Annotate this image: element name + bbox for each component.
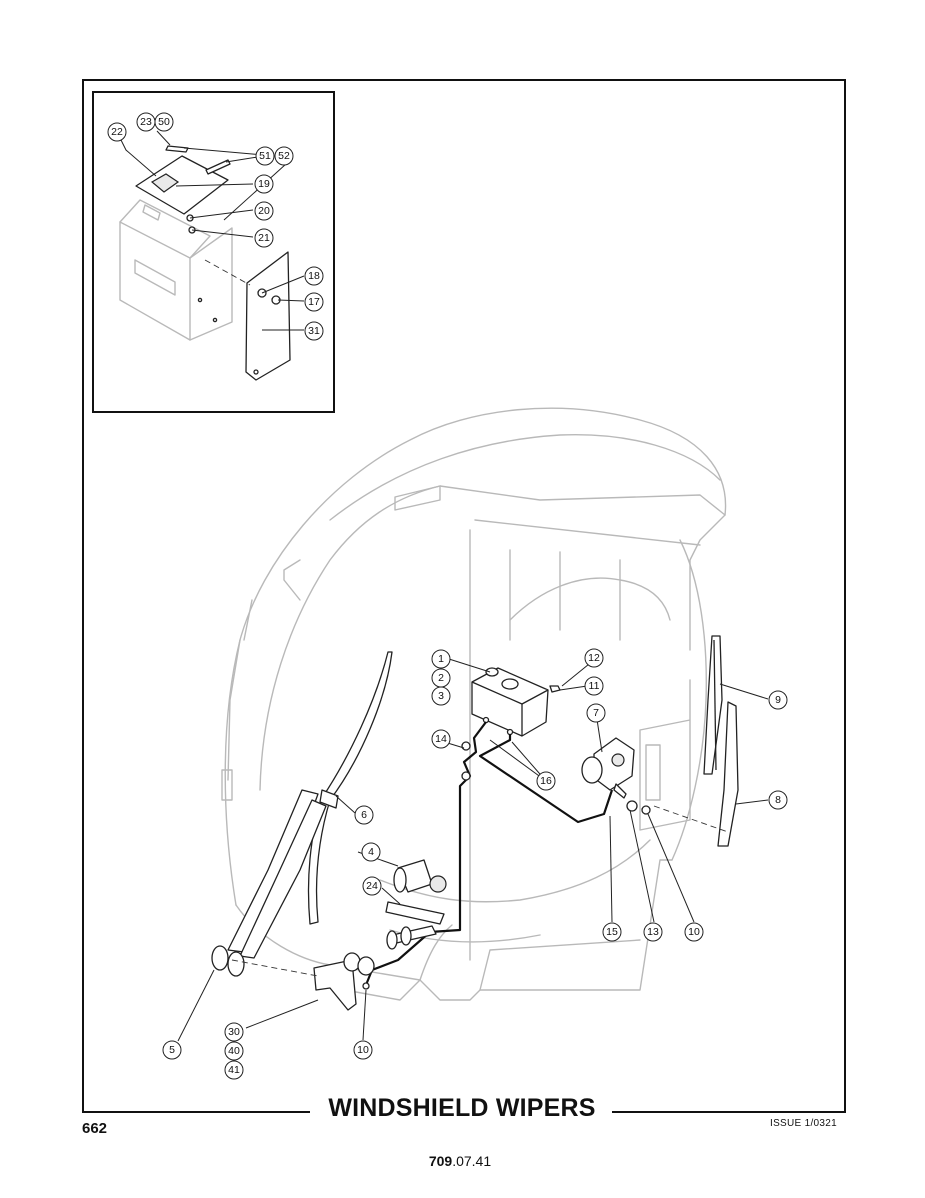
svg-text:11: 11	[589, 680, 600, 692]
svg-text:7: 7	[593, 707, 599, 719]
callout-50: 50	[154, 112, 174, 132]
svg-text:4: 4	[368, 846, 374, 858]
callout-22: 22	[107, 122, 127, 142]
svg-text:18: 18	[308, 270, 320, 282]
svg-text:41: 41	[228, 1064, 240, 1076]
callout-31: 31	[304, 321, 324, 341]
svg-text:12: 12	[588, 652, 600, 664]
nut-13	[626, 800, 638, 812]
callout-20: 20	[254, 201, 274, 221]
callout-5: 5	[162, 1040, 182, 1060]
svg-text:24: 24	[366, 880, 378, 892]
callout-4: 4	[361, 842, 381, 862]
wiper-linkage	[385, 901, 445, 950]
callout-13: 13	[643, 922, 663, 942]
callout-24: 24	[362, 876, 382, 896]
svg-text:8: 8	[775, 794, 781, 806]
svg-text:17: 17	[308, 296, 320, 308]
svg-text:13: 13	[647, 926, 659, 938]
washer-reservoir	[471, 667, 549, 737]
callout-30: 30	[224, 1022, 244, 1042]
check-valve-14	[461, 741, 471, 751]
alignment-line-front	[231, 959, 319, 977]
callout-12: 12	[584, 648, 604, 668]
svg-text:40: 40	[228, 1045, 240, 1057]
rear-wiper-blade-rib	[713, 639, 717, 771]
svg-text:20: 20	[258, 205, 270, 217]
rear-wiper-motor	[581, 737, 635, 799]
callout-1: 1	[431, 649, 451, 669]
catalog-reference-bold: 709	[428, 1153, 453, 1169]
svg-text:50: 50	[158, 116, 170, 128]
svg-text:10: 10	[688, 926, 700, 938]
svg-text:2: 2	[438, 672, 444, 684]
callout-10-front: 10	[353, 1040, 373, 1060]
callout-21: 21	[254, 228, 274, 248]
inset-leaders	[120, 130, 305, 331]
rear-wiper-arm	[717, 701, 739, 847]
callout-52: 52	[274, 146, 294, 166]
catalog-reference: 709.07.41	[400, 1153, 520, 1169]
callout-17: 17	[304, 292, 324, 312]
callout-14: 14	[431, 729, 451, 749]
washer-hose-rear	[478, 734, 614, 824]
svg-text:19: 19	[258, 178, 270, 190]
svg-text:15: 15	[606, 926, 618, 938]
callout-19: 19	[254, 174, 274, 194]
front-wiper-blade-clip	[319, 789, 339, 809]
callout-41: 41	[224, 1060, 244, 1080]
callout-23: 23	[136, 112, 156, 132]
callout-8: 8	[768, 790, 788, 810]
svg-text:3: 3	[438, 690, 444, 702]
callout-10-rear: 10	[684, 922, 704, 942]
check-valve-14b	[461, 771, 471, 781]
nut-10	[641, 805, 651, 815]
callout-7: 7	[586, 703, 606, 723]
callout-16: 16	[536, 771, 556, 791]
diagram-frame	[82, 79, 846, 1113]
svg-text:5: 5	[169, 1044, 175, 1056]
callout-51: 51	[255, 146, 275, 166]
nozzle-12-11	[549, 685, 561, 693]
washer-hose	[364, 721, 487, 986]
svg-text:23: 23	[140, 116, 152, 128]
issue-code: ISSUE 1/0321	[770, 1118, 837, 1129]
callout-2: 2	[431, 668, 451, 688]
callout-15: 15	[602, 922, 622, 942]
page-title: WINDSHIELD WIPERS	[328, 1094, 596, 1122]
svg-text:6: 6	[361, 809, 367, 821]
svg-text:21: 21	[258, 232, 270, 244]
svg-text:30: 30	[228, 1026, 240, 1038]
svg-text:22: 22	[111, 126, 123, 138]
mounting-bracket	[313, 952, 375, 1011]
callout-40: 40	[224, 1041, 244, 1061]
svg-text:31: 31	[308, 325, 320, 337]
svg-text:52: 52	[278, 150, 290, 162]
catalog-reference-rest: .07.41	[452, 1153, 492, 1169]
callout-3: 3	[431, 686, 451, 706]
svg-text:10: 10	[357, 1044, 369, 1056]
rear-wiper-blade	[703, 635, 723, 775]
callout-6: 6	[354, 805, 374, 825]
svg-text:1: 1	[438, 653, 444, 665]
callout-18: 18	[304, 266, 324, 286]
callout-11: 11	[584, 676, 604, 696]
front-wiper-motor	[393, 859, 447, 893]
callout-9: 9	[768, 690, 788, 710]
page-number: 662	[82, 1120, 108, 1137]
main-leaders	[177, 658, 769, 1042]
svg-text:9: 9	[775, 694, 781, 706]
inset-cover-assembly	[119, 145, 291, 381]
svg-text:51: 51	[259, 150, 271, 162]
front-wiper-blade	[307, 651, 393, 925]
inset-detail-box	[92, 91, 335, 413]
svg-text:14: 14	[435, 733, 447, 745]
alignment-line-rear	[653, 805, 729, 833]
front-wiper-arm	[211, 789, 327, 977]
svg-text:16: 16	[540, 775, 552, 787]
